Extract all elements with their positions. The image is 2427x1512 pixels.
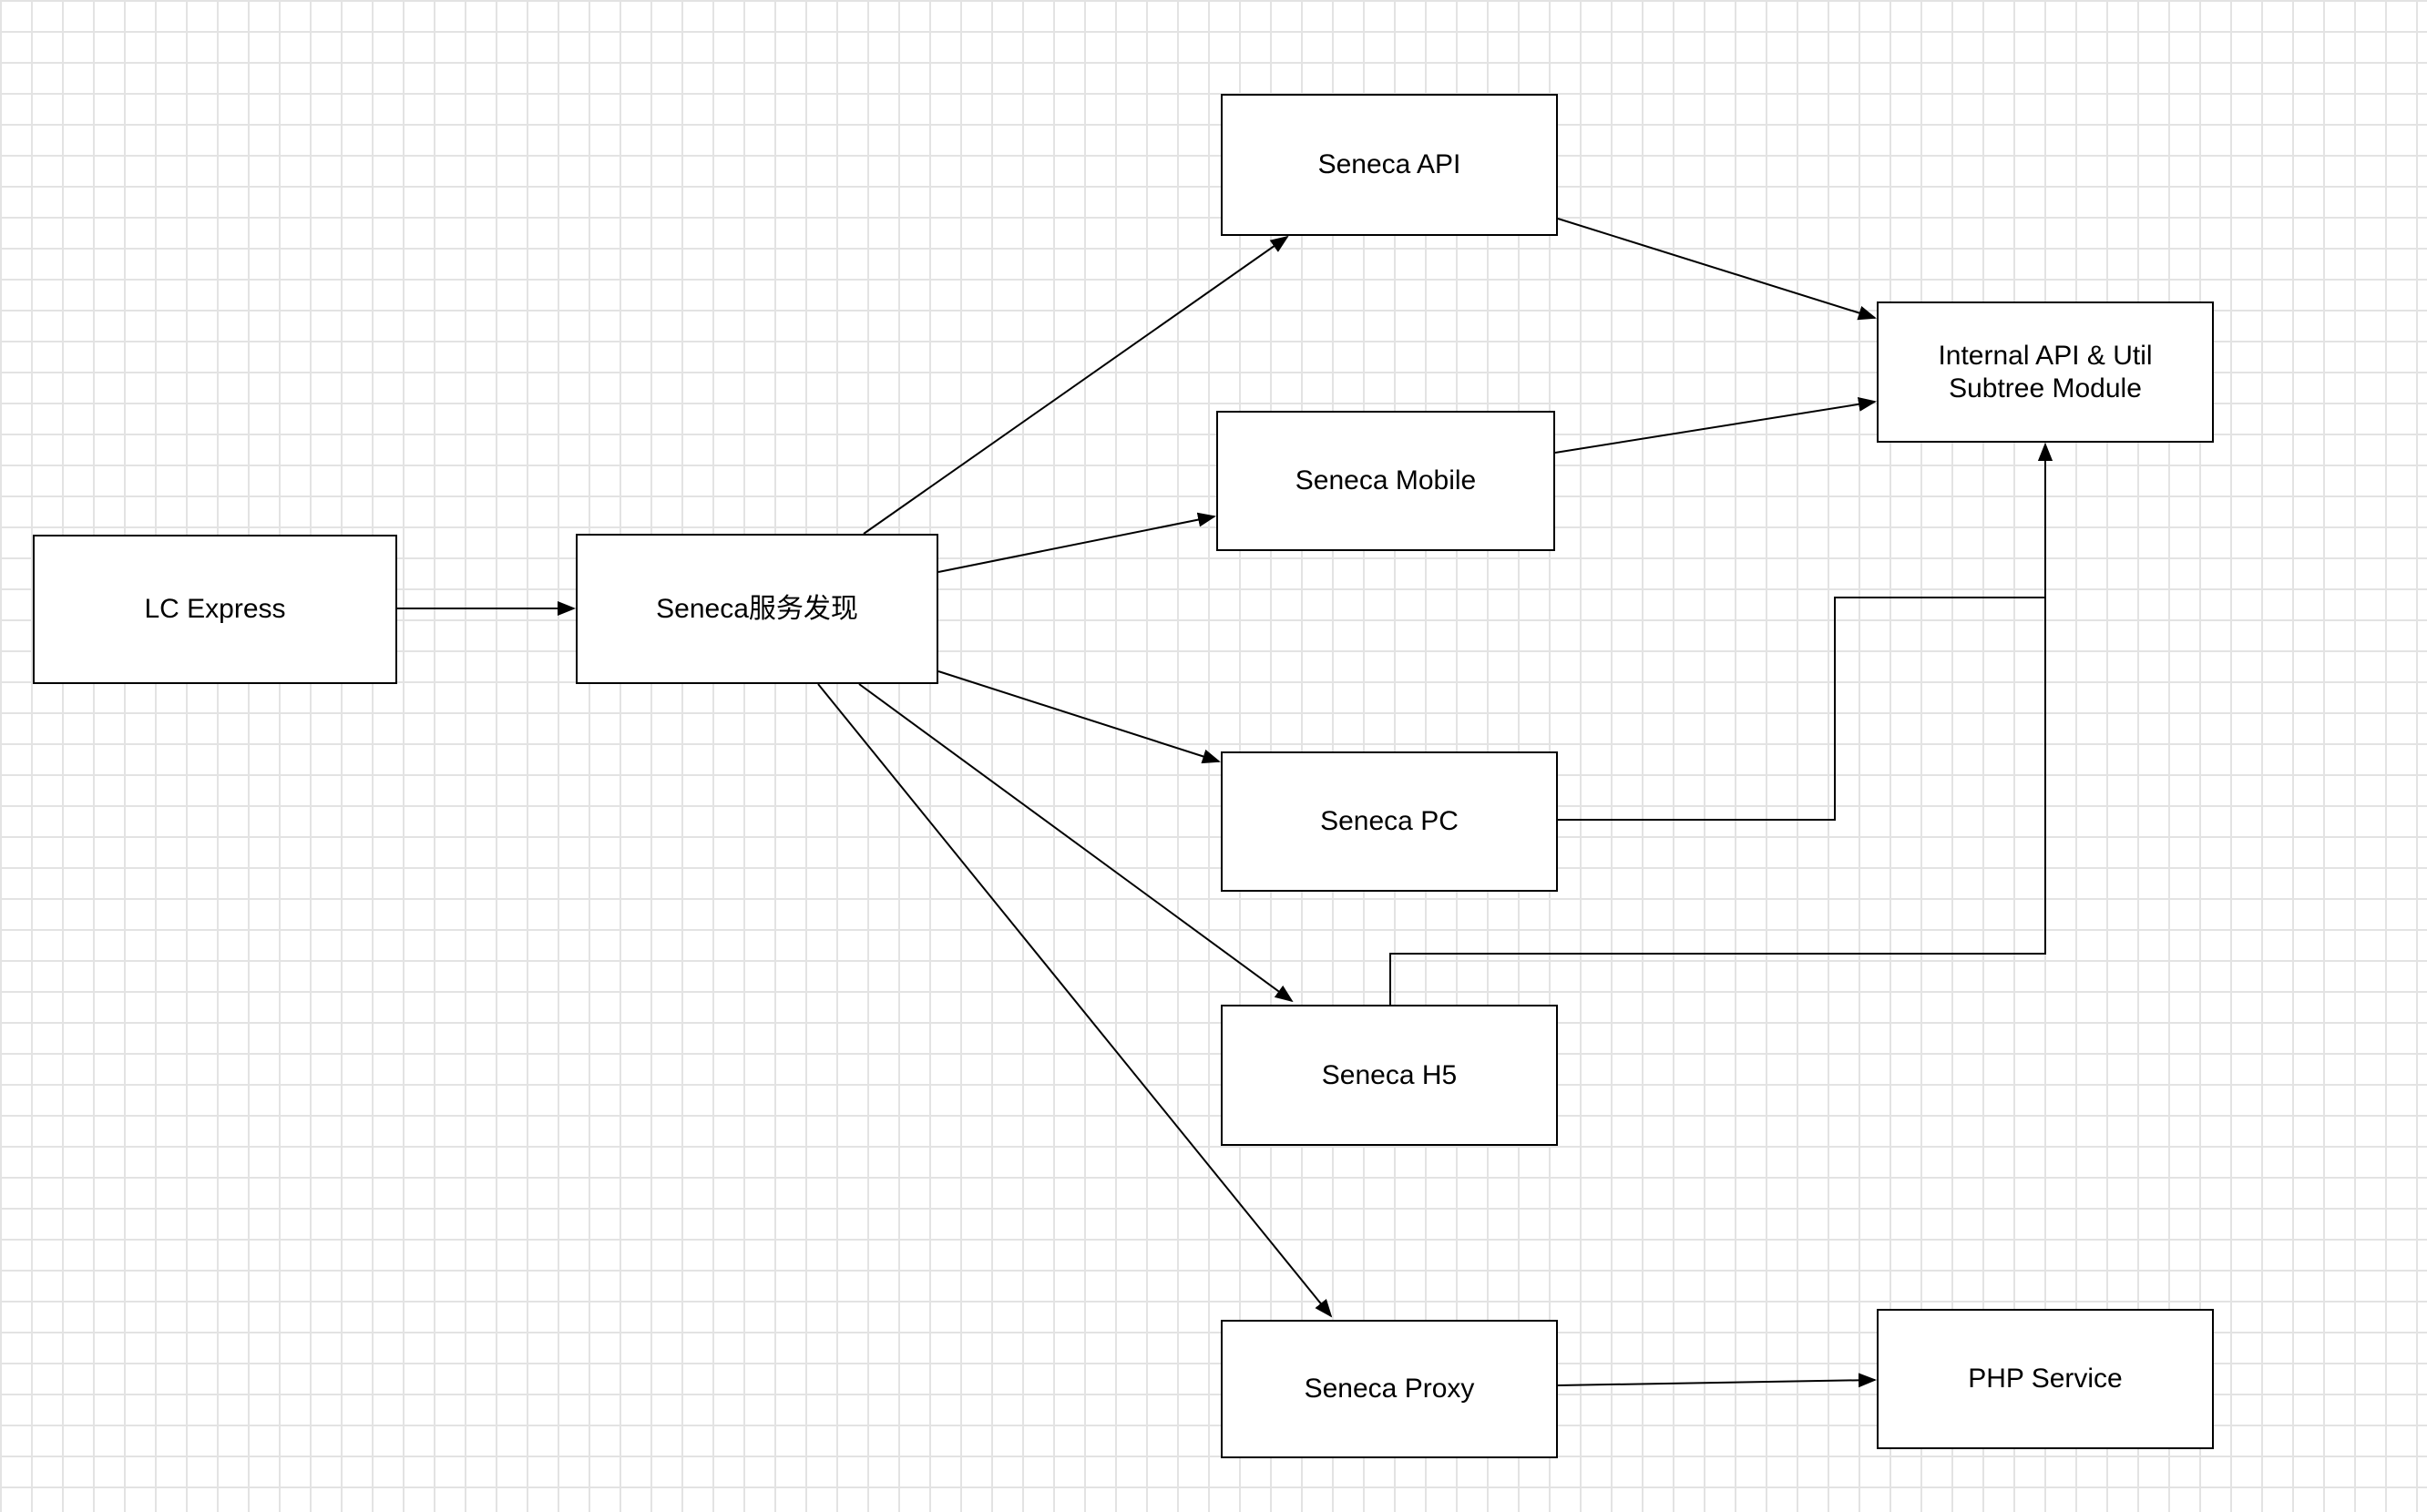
seneca-api-node[interactable]: Seneca API [1221,94,1558,236]
seneca-mobile-node[interactable]: Seneca Mobile [1216,411,1555,551]
edge-discovery-to-pc [937,670,1221,764]
seneca-api-label: Seneca API [1317,149,1461,179]
internal-api-label: Internal API & Util Subtree Module [1938,340,2153,404]
edge-pc-to-internal [1558,443,2053,821]
seneca-h5-label: Seneca H5 [1321,1059,1458,1090]
edge-discovery-to-h5 [858,683,1294,1003]
edge-h5-to-internal [1389,443,2053,1005]
edge-discovery-to-mobile [937,512,1216,573]
seneca-pc-node[interactable]: Seneca PC [1221,751,1558,892]
php-service-node[interactable]: PHP Service [1877,1309,2214,1449]
php-service-label: PHP Service [1968,1364,2123,1394]
lc-express-node[interactable]: LC Express [33,535,397,684]
edge-mobile-to-internal [1554,396,1877,454]
edge-discovery-to-proxy [817,683,1333,1318]
seneca-pc-label: Seneca PC [1320,806,1459,836]
internal-api-node[interactable]: Internal API & Util Subtree Module [1877,301,2214,443]
lc-express-label: LC Express [144,594,286,624]
seneca-discovery-label: Seneca服务发现 [656,593,858,624]
edge-proxy-to-php [1557,1373,1877,1388]
seneca-proxy-node[interactable]: Seneca Proxy [1221,1320,1558,1458]
seneca-mobile-label: Seneca Mobile [1295,465,1477,495]
edge-api-to-internal [1557,218,1877,321]
edge-discovery-to-api [863,235,1289,535]
seneca-proxy-label: Seneca Proxy [1304,1374,1475,1404]
seneca-h5-node[interactable]: Seneca H5 [1221,1005,1558,1146]
seneca-discovery-node[interactable]: Seneca服务发现 [576,534,938,684]
